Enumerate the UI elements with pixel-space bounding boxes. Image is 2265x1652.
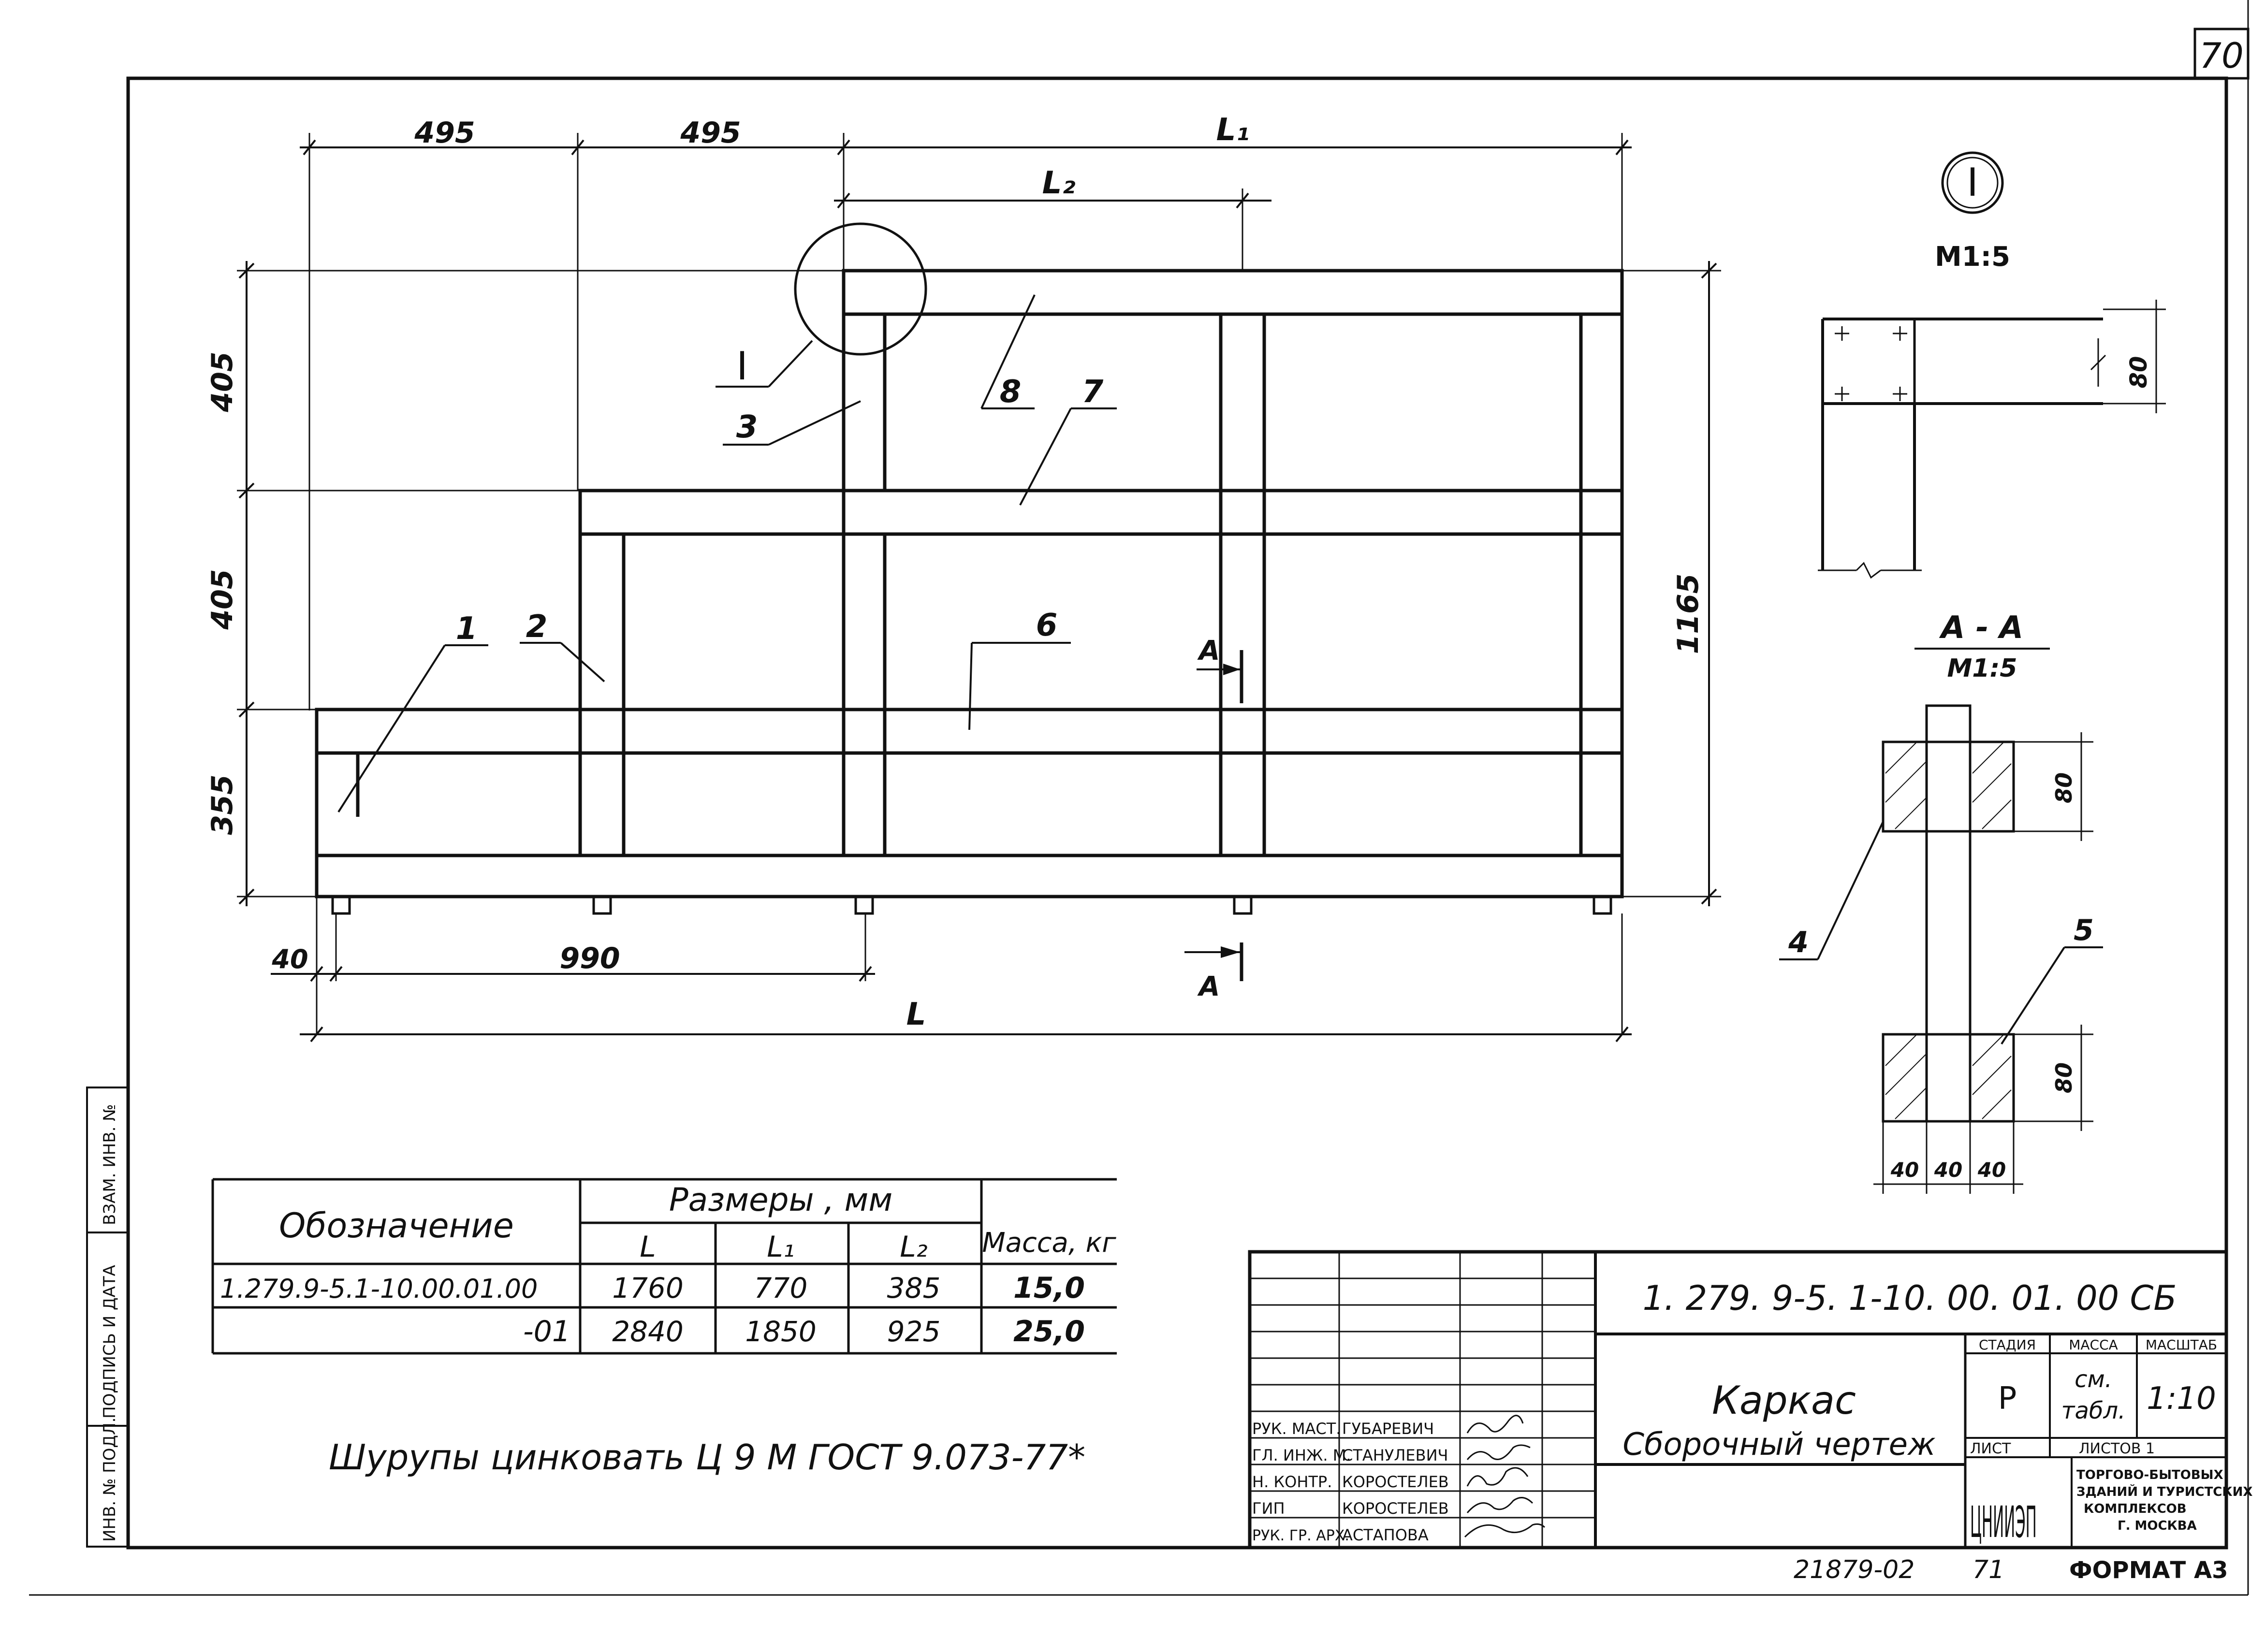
dim-left-3: 355 [205, 774, 239, 835]
dim-bottom-990: 990 [559, 942, 620, 975]
section-aa-scale: М1:5 [1947, 654, 2017, 683]
section-aa-dim-bottom: 80 [2051, 1062, 2077, 1093]
mass-value-1: см. [2075, 1366, 2112, 1393]
section-aa-title: А - А [1939, 610, 2023, 646]
stage-label: СТАДИЯ [1979, 1337, 2036, 1353]
dim-top-2: 495 [680, 116, 741, 150]
dim-top-1: 495 [414, 116, 475, 150]
scale-value: 1:10 [2147, 1381, 2216, 1417]
signer-role-5: РУК. ГР. АРХ. [1252, 1527, 1349, 1544]
spec-table: Обозначение Размеры , мм Масса, кг L L₁ … [211, 1178, 1117, 1355]
stage-value: Р [1998, 1381, 2017, 1417]
detail-i: I M1:5 80 [1818, 151, 2166, 579]
section-aa-width-1: 40 [1890, 1158, 1919, 1182]
detail-i-dim: 80 [2125, 356, 2152, 389]
callout-6: 6 [1036, 608, 1058, 643]
drawing-code: 1. 279. 9-5. 1-10. 00. 01. 00 СБ [1643, 1278, 2177, 1318]
sheet-label: ЛИСТ [1970, 1440, 2011, 1457]
spec-row-1-l2: 385 [887, 1272, 941, 1304]
org-line-3: КОМПЛЕКСОВ [2084, 1502, 2187, 1516]
signer-role-3: Н. КОНТР. [1252, 1473, 1332, 1491]
dim-bottom-l: L [906, 997, 926, 1032]
signer-name-5: АСТАПОВА [1342, 1526, 1429, 1544]
section-mark-upper: A [1197, 635, 1243, 703]
detail-i-label: I [1967, 160, 1978, 205]
sheet-number: 70 [2199, 35, 2244, 76]
signer-name-4: КОРОСТЕЛЕВ [1342, 1499, 1449, 1518]
spec-header-designation: Обозначение [279, 1206, 514, 1246]
signer-role-4: ГИП [1252, 1499, 1285, 1518]
section-mark-a-upper: A [1197, 635, 1220, 667]
spec-sub-l: L [640, 1230, 656, 1264]
spec-row-1-l: 1760 [612, 1272, 684, 1304]
org-line-4: Г. МОСКВА [2118, 1519, 2197, 1533]
section-aa-width-2: 40 [1934, 1158, 1962, 1182]
footer-doc-no: 21879-02 [1794, 1555, 1914, 1584]
signer-name-3: КОРОСТЕЛЕВ [1342, 1473, 1449, 1491]
spec-sub-l1: L₁ [767, 1230, 794, 1264]
section-aa: А - А М1:5 [1779, 610, 2103, 1194]
mass-value-2: табл. [2061, 1397, 2126, 1424]
section-aa-width-3: 40 [1977, 1158, 2006, 1182]
spec-row-1-designation: 1.279.9-5.1-10.00.01.00 [220, 1274, 538, 1304]
callout-1: 1 [456, 611, 478, 647]
callout-3: 3 [736, 409, 758, 445]
detail-i-scale: M1:5 [1935, 241, 2010, 273]
section-aa-callout-4: 4 [1788, 926, 1809, 959]
callout-2: 2 [526, 609, 548, 645]
signer-role-2: ГЛ. ИНЖ. М. [1252, 1446, 1351, 1464]
mass-label: МАССА [2069, 1337, 2118, 1353]
title-block: РУК. МАСТ. ГУБАРЕВИЧ ГЛ. ИНЖ. М. СТАНУЛЕ… [1248, 1250, 2252, 1550]
strip-signature-date: ПОДПИСЬ И ДАТА [100, 1265, 119, 1419]
drawing-name-1: Каркас [1712, 1378, 1856, 1423]
dim-right-height: 1165 [1671, 574, 1705, 654]
org-logo: ЦНИИЭП [1970, 1497, 2037, 1547]
dim-left-1: 405 [205, 351, 239, 412]
spec-header-sizes: Размеры , мм [669, 1181, 892, 1218]
callout-7: 7 [1082, 374, 1104, 410]
scale-label: МАСШТАБ [2146, 1337, 2217, 1353]
frame-drawing: 495 495 L₁ L₂ 405 405 355 1165 40 990 L … [205, 112, 1721, 1043]
spec-row-1-mass: 15,0 [1013, 1271, 1085, 1305]
sheets-label: ЛИСТОВ 1 [2079, 1440, 2155, 1457]
left-strip: ИНВ. № ПОДЛ. ПОДПИСЬ И ДАТА ВЗАМ. ИНВ. № [86, 1087, 129, 1548]
section-mark-a-lower: A [1197, 971, 1220, 1002]
org-line-1: ТОРГОВО-БЫТОВЫХ [2076, 1468, 2223, 1482]
spec-row-2-l: 2840 [612, 1315, 684, 1348]
signer-role-1: РУК. МАСТ. [1252, 1420, 1341, 1438]
strip-inventory-no: ИНВ. № ПОДЛ. [100, 1418, 119, 1542]
footer-page: 71 [1973, 1555, 2004, 1584]
spec-sub-l2: L₂ [900, 1230, 927, 1264]
section-aa-callout-5: 5 [2074, 913, 2094, 947]
footer-format: ФОРМАТ А3 [2069, 1557, 2228, 1584]
dim-bottom-40: 40 [271, 944, 308, 974]
dim-left-2: 405 [205, 569, 239, 630]
spec-row-2-mass: 25,0 [1013, 1315, 1085, 1348]
strip-replace-inventory: ВЗАМ. ИНВ. № [100, 1104, 119, 1225]
drawing-name-2: Сборочный чертеж [1622, 1427, 1936, 1463]
section-mark-lower: A [1184, 942, 1243, 1002]
signature-scribbles [1464, 1415, 1546, 1538]
spec-row-1-l1: 770 [754, 1272, 808, 1304]
footer: 21879-02 71 ФОРМАТ А3 [1794, 1555, 2228, 1584]
section-aa-dim-top: 80 [2051, 772, 2077, 803]
spec-row-2-l1: 1850 [745, 1315, 817, 1348]
org-line-2: ЗДАНИЙ И ТУРИСТСКИХ [2076, 1484, 2252, 1499]
dim-top-l2: L₂ [1042, 165, 1076, 201]
sheet-frame: 70 [29, 0, 2250, 1596]
spec-row-2-designation: -01 [523, 1315, 570, 1348]
spec-row-2-l2: 925 [887, 1315, 941, 1348]
dim-top-l1: L₁ [1216, 112, 1250, 148]
callout-detail-i: I [736, 344, 748, 389]
drawing-note: Шурупы цинковать Ц 9 М ГОСТ 9.073-77* [329, 1437, 1085, 1478]
callout-8: 8 [1000, 374, 1022, 410]
spec-header-mass: Масса, кг [982, 1227, 1116, 1259]
signer-name-1: ГУБАРЕВИЧ [1342, 1420, 1434, 1438]
signer-name-2: СТАНУЛЕВИЧ [1342, 1446, 1448, 1464]
